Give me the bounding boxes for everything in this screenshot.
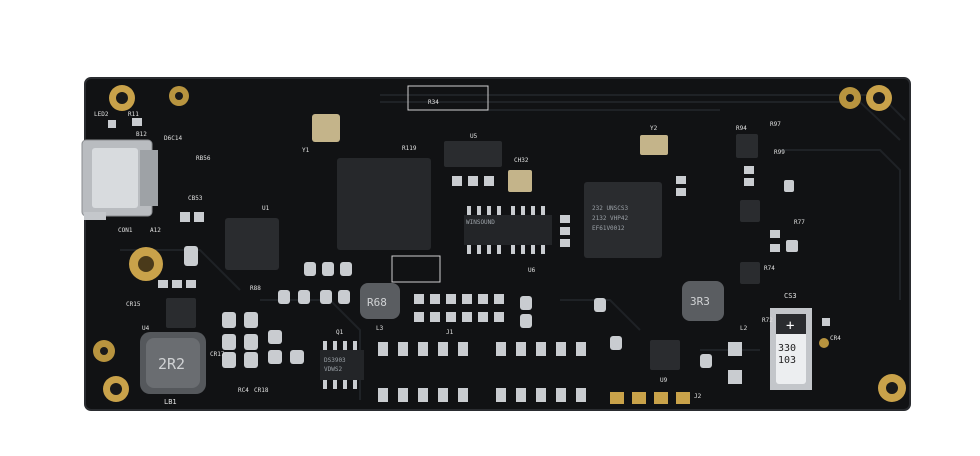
mounting-holes — [93, 85, 906, 402]
label-mcu-line1: 232 UNSCS3 — [592, 205, 629, 212]
usb-c-connector — [81, 139, 158, 220]
label-r97: R97 — [770, 121, 781, 128]
label-main-line1: WINSOUND — [466, 219, 495, 226]
label-q1: Q1 — [336, 329, 344, 336]
label-r34: R34 — [428, 99, 439, 106]
label-cr15: CR15 — [126, 301, 141, 308]
ic-main-qfn — [337, 158, 431, 250]
label-cr17: CR17 — [210, 351, 225, 358]
label-led2: LED2 — [94, 111, 109, 118]
label-rb56: RB56 — [196, 155, 211, 162]
label-u6: U6 — [528, 267, 536, 274]
label-y2: Y2 — [650, 125, 658, 132]
label-r74: R74 — [764, 265, 775, 272]
label-j1: J1 — [446, 329, 454, 336]
label-cap-line2: 103 — [778, 355, 796, 366]
label-r88: R88 — [250, 285, 261, 292]
label-u5: U5 — [470, 133, 478, 140]
label-d6c14: D6C14 — [164, 135, 182, 142]
label-cb53: CB53 — [188, 195, 203, 202]
silkscreen-labels: 2R2 LB1 R68 3R3 + 330 103 CS3 DS3903 VDW… — [94, 99, 841, 406]
label-ic-ds-line2: VDWS2 — [324, 366, 342, 373]
label-r94: R94 — [736, 125, 747, 132]
passive-pads — [108, 118, 830, 384]
crystal-y1 — [312, 114, 340, 142]
label-r77: R77 — [794, 219, 805, 226]
ic-mcu — [584, 182, 662, 258]
ic-u4 — [166, 298, 196, 328]
ic-small-right1 — [736, 134, 758, 158]
label-l3: L3 — [376, 325, 384, 332]
ic-small-right2 — [740, 200, 760, 222]
label-y1: Y1 — [302, 147, 310, 154]
pcb-edge-highlight — [84, 77, 911, 411]
label-mcu-line3: EF61V0012 — [592, 225, 625, 232]
label-ch32: CH32 — [514, 157, 529, 164]
label-u9: U9 — [660, 377, 668, 384]
label-inductor-3r3: 3R3 — [690, 295, 710, 308]
label-l2: L2 — [740, 325, 748, 332]
inductor-2r2 — [140, 332, 206, 394]
label-r72: R72 — [762, 317, 773, 324]
label-lb1: LB1 — [164, 398, 177, 406]
label-r11: R11 — [128, 111, 139, 118]
label-u4: U4 — [142, 325, 150, 332]
label-usb-a12: A12 — [150, 227, 161, 234]
label-cap-ref: CS3 — [784, 292, 797, 300]
label-usb-b12: B12 — [136, 131, 147, 138]
soic-chips — [320, 215, 552, 380]
label-mcu-line2: 2132 VHP42 — [592, 215, 629, 222]
inductor-3r3 — [682, 281, 724, 321]
soic-pins — [323, 206, 545, 389]
header-j1-pads — [378, 342, 468, 402]
label-cap-plus: + — [786, 318, 794, 334]
silk-box-top — [407, 85, 489, 111]
label-ic-ds-line1: DS3903 — [324, 357, 346, 364]
electrolytic-capacitor — [770, 308, 812, 390]
label-cap-line1: 330 — [778, 343, 796, 354]
label-rc4: RC4 — [238, 387, 249, 394]
label-usb-conn: CON1 — [118, 227, 133, 234]
ic-u1 — [225, 218, 279, 270]
crystal-small — [508, 170, 532, 192]
label-r99: R99 — [774, 149, 785, 156]
label-r119: R119 — [402, 145, 417, 152]
ic-small-right3 — [740, 262, 760, 284]
label-cr4: CR4 — [830, 335, 841, 342]
crystal-y2 — [640, 135, 668, 155]
ic-u9 — [650, 340, 680, 370]
label-inductor-2r2: 2R2 — [158, 355, 185, 373]
silk-box-pins — [391, 255, 441, 283]
label-cr18: CR18 — [254, 387, 269, 394]
label-u1: U1 — [262, 205, 270, 212]
ic-u5 — [444, 141, 502, 167]
header-j2-pads — [496, 342, 586, 402]
label-inductor-r68: R68 — [367, 296, 387, 309]
label-j2: J2 — [694, 393, 702, 400]
inductor-r68 — [360, 283, 400, 319]
header-bottom-pins — [610, 392, 690, 404]
